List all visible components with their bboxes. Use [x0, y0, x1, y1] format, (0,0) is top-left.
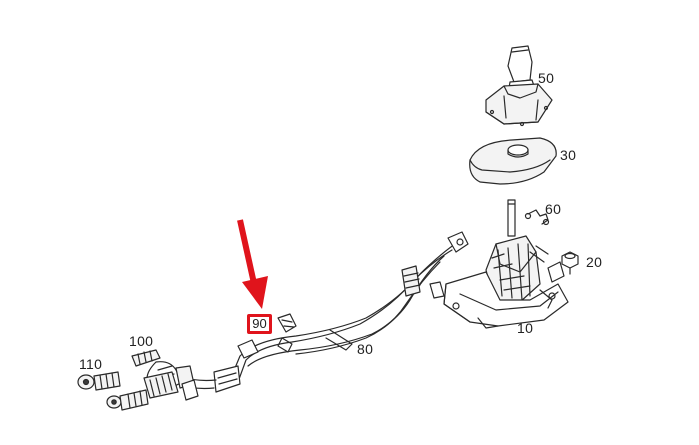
callout-20: 20: [586, 254, 603, 270]
callout-50: 50: [538, 70, 555, 86]
part-100-cable-bushing[interactable]: [131, 349, 199, 401]
callout-30: 30: [560, 147, 577, 163]
part-20-nut[interactable]: [561, 251, 579, 275]
part-80-shift-cable-assembly[interactable]: [177, 231, 469, 393]
part-110-cable-end[interactable]: [77, 371, 149, 411]
part-60-retaining-clip[interactable]: [524, 209, 550, 226]
callout-100: 100: [129, 333, 154, 349]
callout-90: 90: [252, 316, 267, 331]
callout-80: 80: [357, 341, 374, 357]
highlight-arrow: [237, 219, 268, 309]
part-30-cover-plate[interactable]: [469, 137, 557, 185]
part-10-shift-housing[interactable]: [443, 199, 569, 329]
callout-110: 110: [79, 356, 103, 372]
callout-60: 60: [545, 201, 562, 217]
part-90-cable-clip[interactable]: [277, 313, 297, 333]
part-50-shift-knob-boot[interactable]: [485, 45, 553, 127]
highlighted-callout-90[interactable]: 90: [247, 314, 272, 334]
callout-10: 10: [517, 320, 534, 336]
